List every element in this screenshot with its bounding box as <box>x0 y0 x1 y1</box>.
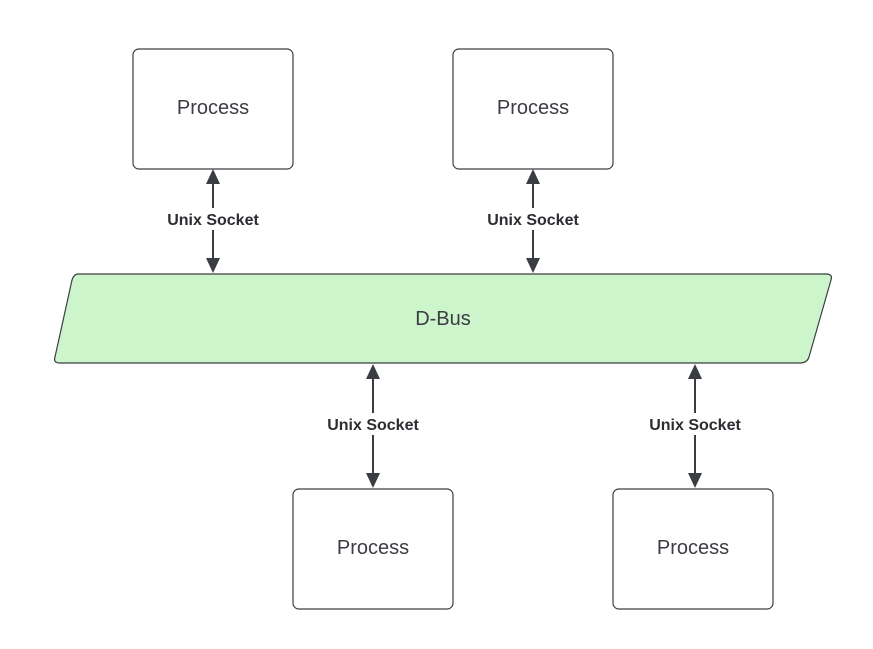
process-node-bottom-left: Process <box>292 488 454 610</box>
arrowhead-down-icon <box>688 473 702 488</box>
arrowhead-down-icon <box>526 258 540 273</box>
connector-label-bg <box>160 208 266 230</box>
arrowhead-up-icon <box>366 364 380 379</box>
process-box <box>292 488 454 610</box>
process-box <box>612 488 774 610</box>
connector-top-left: Unix Socket <box>160 169 266 273</box>
process-node-top-right: Process <box>452 48 614 170</box>
connector-label: Unix Socket <box>167 212 259 229</box>
connector-top-right: Unix Socket <box>480 169 586 273</box>
dbus-node: D-Bus <box>53 273 833 364</box>
process-label: Process <box>337 537 409 559</box>
connector-label: Unix Socket <box>327 417 419 434</box>
dbus-label: D-Bus <box>415 308 471 330</box>
arrowhead-up-icon <box>688 364 702 379</box>
arrowhead-up-icon <box>526 169 540 184</box>
connector-label: Unix Socket <box>649 417 741 434</box>
arrowhead-up-icon <box>206 169 220 184</box>
process-label: Process <box>177 97 249 119</box>
process-node-bottom-right: Process <box>612 488 774 610</box>
process-label: Process <box>497 97 569 119</box>
process-label: Process <box>657 537 729 559</box>
connector-label-bg <box>480 208 586 230</box>
connector-label-bg <box>642 413 748 435</box>
arrowhead-down-icon <box>206 258 220 273</box>
connector-label-bg <box>320 413 426 435</box>
connector-label: Unix Socket <box>487 212 579 229</box>
arrowhead-down-icon <box>366 473 380 488</box>
connector-bottom-right: Unix Socket <box>642 364 748 488</box>
process-node-top-left: Process <box>132 48 294 170</box>
connector-bottom-left: Unix Socket <box>320 364 426 488</box>
dbus-shape <box>53 273 833 364</box>
